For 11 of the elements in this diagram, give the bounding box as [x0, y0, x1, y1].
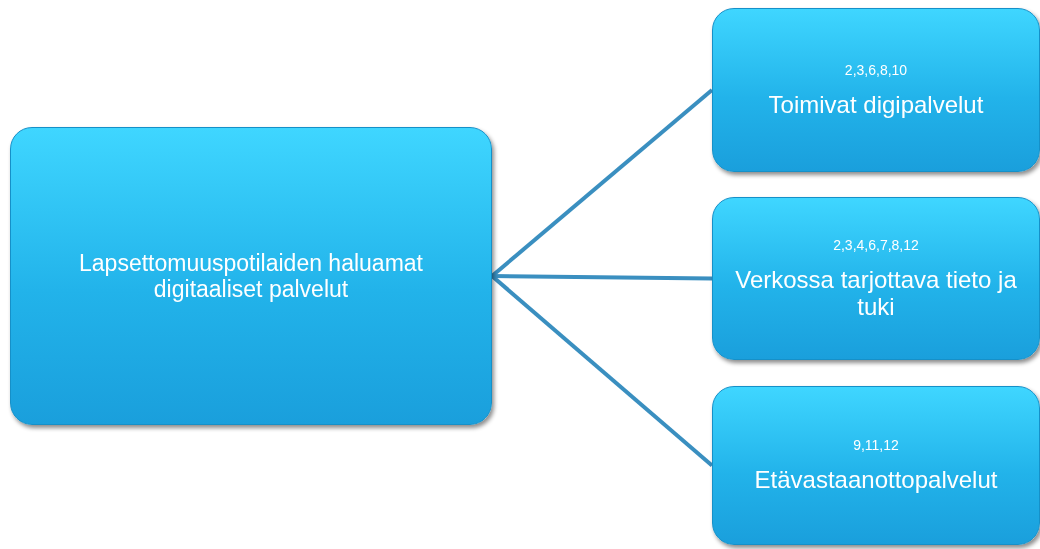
reference-numbers: 2,3,4,6,7,8,12	[832, 237, 920, 254]
service-title: Toimivat digipalvelut	[767, 91, 985, 119]
service-title: Etävastaanottopalvelut	[753, 467, 999, 494]
service-box	[712, 386, 1040, 545]
reference-numbers: 2,3,6,8,10	[843, 61, 909, 78]
service-title: Verkossa tarjottava tieto ja tuki	[734, 267, 1018, 320]
topic-title: Lapsettomuuspotilaiden haluamat digitaaliset palvelut	[78, 249, 424, 303]
service-box	[712, 8, 1040, 172]
reference-numbers: 9,11,12	[852, 437, 900, 454]
topic-box	[10, 127, 492, 425]
service-box	[712, 197, 1040, 360]
